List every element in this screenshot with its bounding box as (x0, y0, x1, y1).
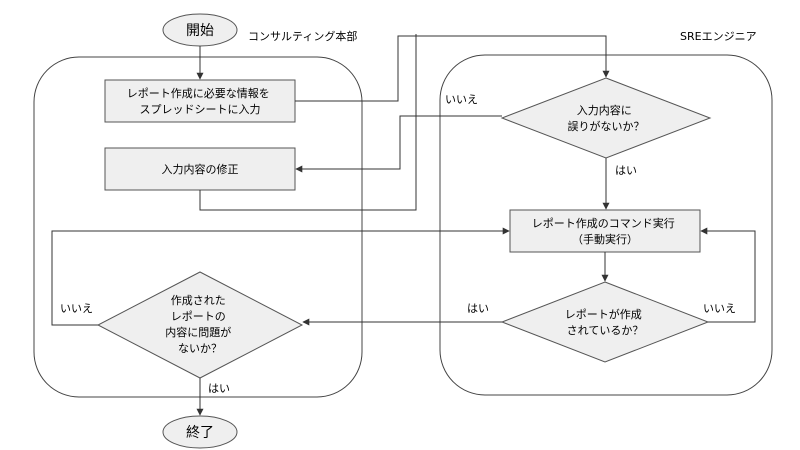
edge-label-input-yes: はい (615, 164, 637, 177)
input-step-line-2: スプレッドシートに入力 (140, 103, 261, 116)
review-line-4: ないか？ (178, 342, 222, 355)
fix-step-label: 入力内容の修正 (162, 162, 239, 176)
review-line-3: 内容に問題が (165, 325, 231, 339)
start-label: 開始 (186, 23, 214, 39)
input-check-line-2: 誤りがないか？ (568, 119, 645, 133)
edge-input-to-check (295, 35, 610, 102)
consulting-lane-label: コンサルティング本部 (248, 29, 357, 43)
edge-label-created-yes: はい (467, 302, 489, 315)
edge-created-no-to-exec (700, 227, 756, 323)
edge-check-no-to-fix (295, 115, 502, 173)
input-step-label: レポート作成に必要な情報を スプレッドシートに入力 (127, 87, 274, 116)
edge-fix-return (199, 34, 417, 211)
input-check-label: 入力内容に 誤りがないか？ (568, 103, 645, 133)
edge-label-input-no: いいえ (445, 93, 478, 106)
review-label: 作成された レポートの 内容に問題が ないか？ (165, 294, 235, 355)
input-check-line-1: 入力内容に (577, 103, 632, 117)
created-check-line-1: レポートが作成 (565, 307, 642, 321)
created-check-decision (500, 281, 710, 363)
end-label: 終了 (186, 425, 214, 441)
review-decision (96, 271, 304, 379)
input-step-box (104, 79, 296, 123)
end-node (162, 415, 238, 449)
edge-label-created-no: いいえ (703, 302, 736, 315)
review-line-1: 作成された (171, 294, 226, 307)
created-check-line-2: されているか？ (567, 324, 644, 337)
created-check-label: レポートが作成 されているか？ (565, 307, 646, 337)
exec-step-line-1: レポート作成のコマンド実行 (532, 216, 675, 230)
consulting-lane (33, 56, 363, 398)
input-check-decision (500, 77, 712, 159)
input-step-line-1: レポート作成に必要な情報を (127, 87, 270, 100)
edge-label-review-yes: はい (208, 382, 230, 395)
exec-step-label: レポート作成のコマンド実行 （手動実行） (532, 216, 679, 246)
exec-step-box (509, 209, 701, 253)
edge-review-no-to-exec (51, 227, 510, 326)
exec-step-line-2: （手動実行） (572, 232, 638, 246)
edge-label-review-no: いいえ (60, 302, 93, 315)
review-line-2: レポートの (171, 310, 226, 323)
sre-lane-label: SREエンジニア (680, 30, 757, 43)
